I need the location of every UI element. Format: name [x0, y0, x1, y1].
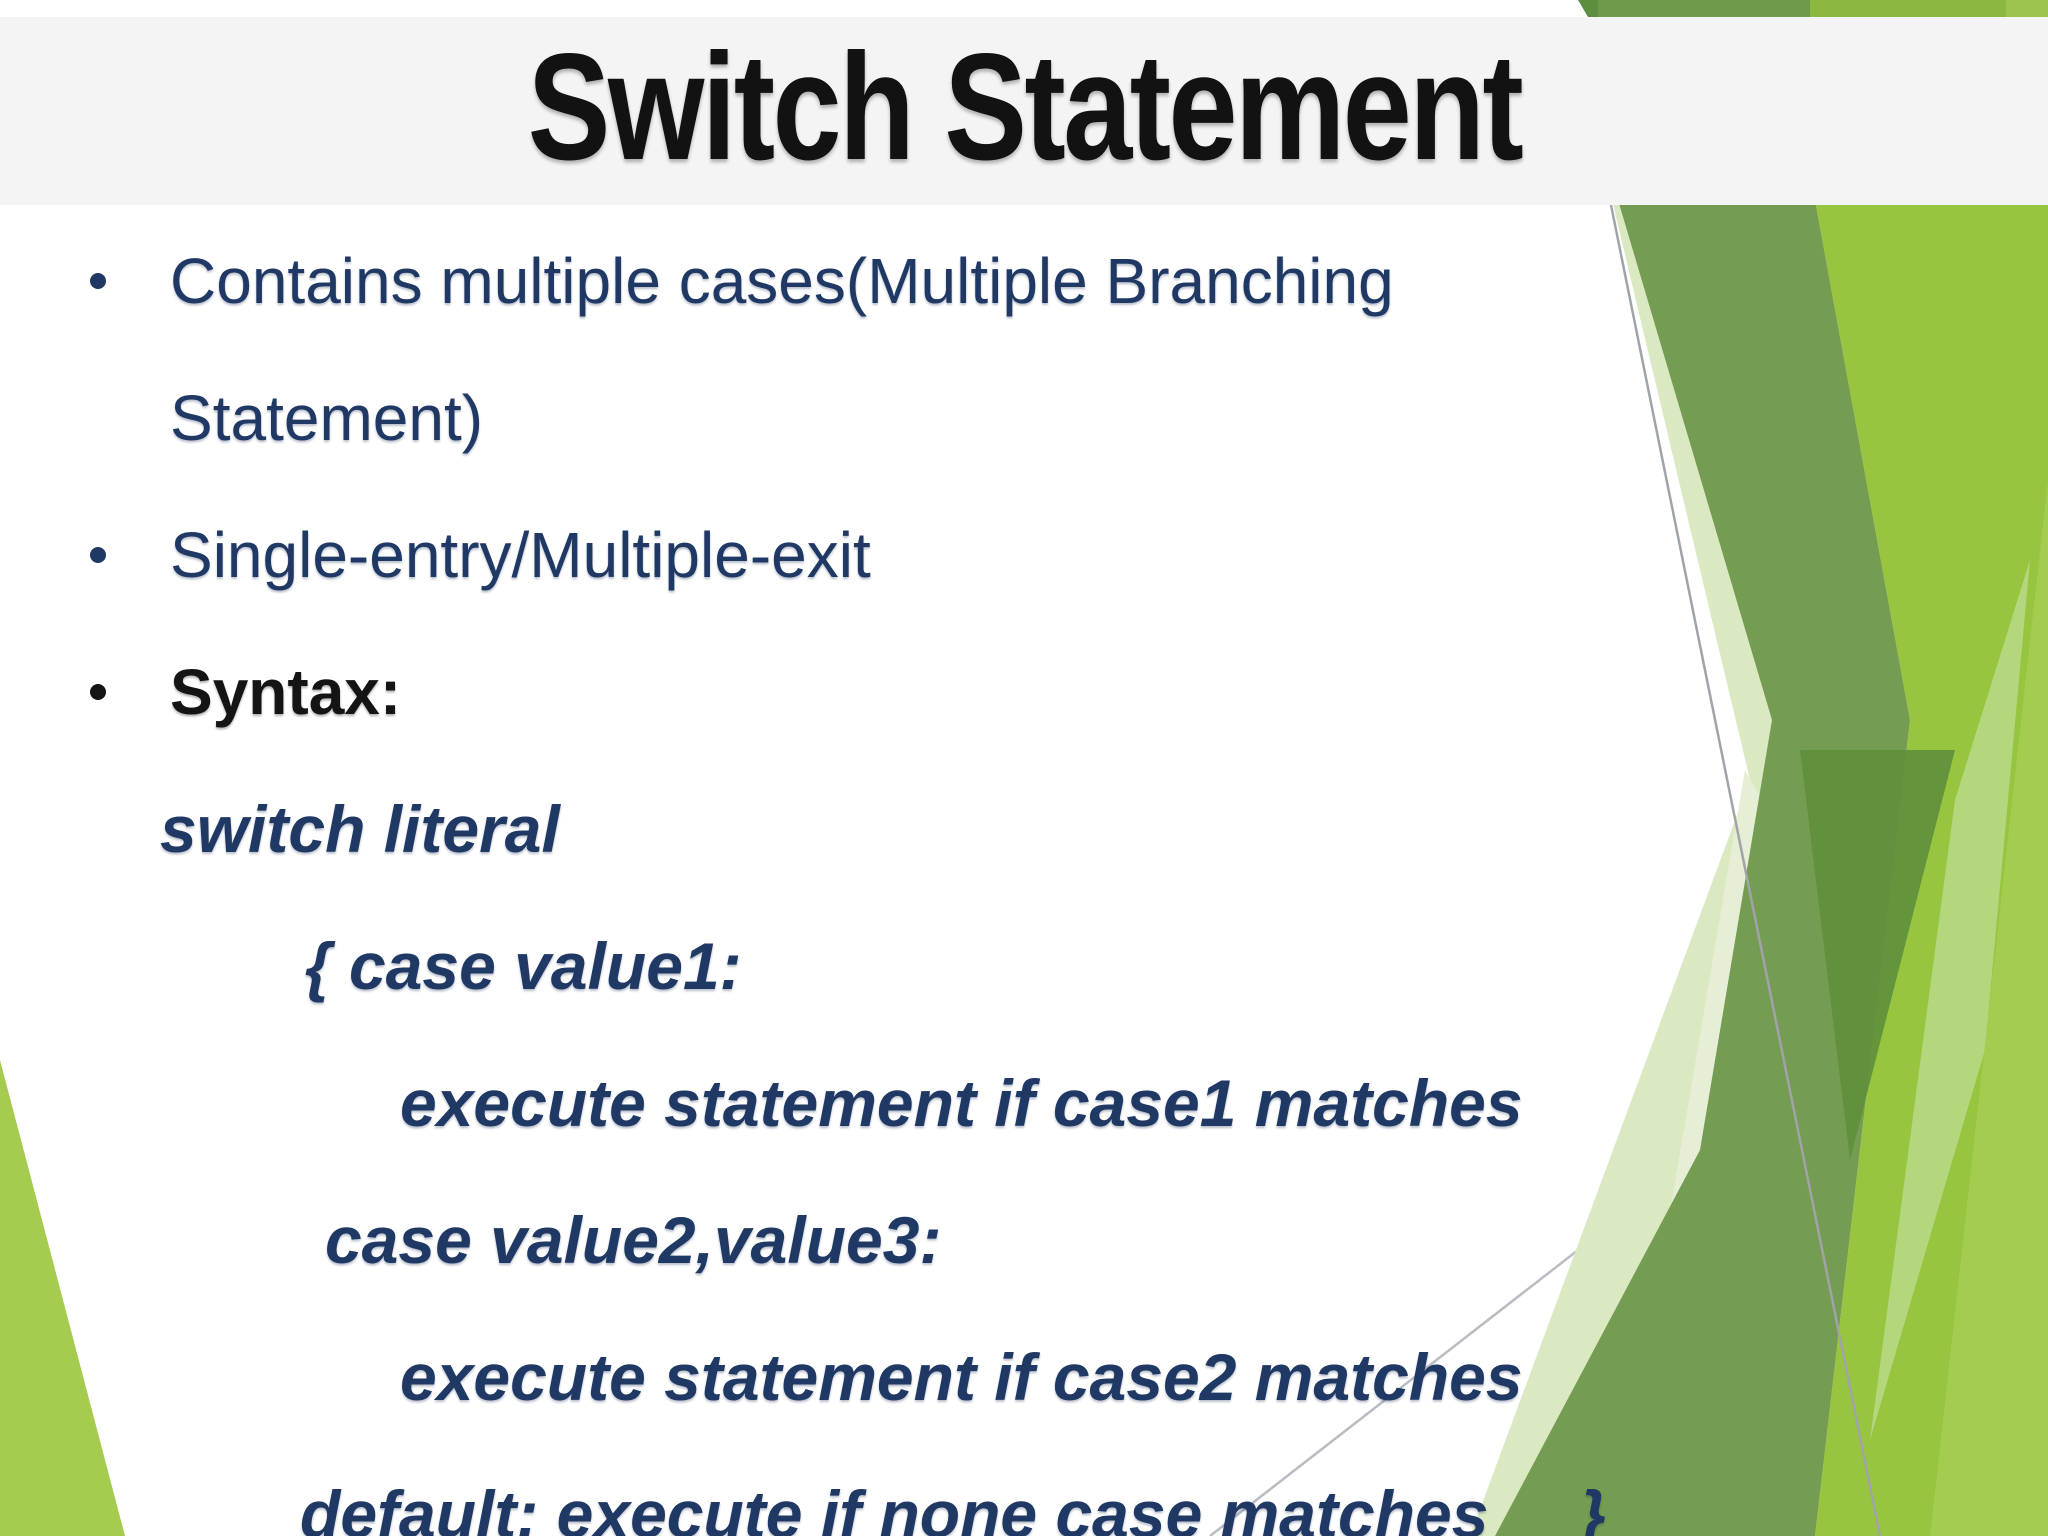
top-strip-bright-segment [1810, 0, 2006, 17]
bullet-icon [90, 272, 106, 289]
page-title: Switch Statement [527, 21, 1523, 192]
corner-green-facet [1930, 480, 2048, 1536]
text-line-label: { case value1: [305, 928, 742, 1003]
text-line-3: Syntax: [0, 623, 2048, 760]
text-line-label: default: execute if none case matches } [300, 1476, 1606, 1536]
slide-body: Contains multiple cases(Multiple Branchi… [0, 205, 2048, 1536]
text-line-label: Single-entry/Multiple-exit [170, 518, 871, 591]
top-strip-corner-segment [2006, 0, 2048, 17]
dark-green-facet [1800, 750, 1955, 1160]
bullet-icon [90, 683, 106, 700]
text-line-7: case value2,value3: [0, 1171, 2048, 1308]
text-line-label: Contains multiple cases(Multiple Branchi… [170, 244, 1394, 317]
text-line-label: execute statement if case1 matches [400, 1065, 1523, 1140]
text-line-label: case value2,value3: [325, 1202, 942, 1277]
text-line-5: { case value1: [0, 897, 2048, 1034]
text-line-8: execute statement if case2 matches [0, 1308, 2048, 1445]
text-line-label: Statement) [170, 381, 484, 454]
bottom-left-green-triangle [0, 1060, 125, 1536]
text-line-9: default: execute if none case matches } [0, 1445, 2048, 1536]
text-line-label: switch literal [160, 791, 560, 866]
top-strip-olive-segment [1598, 0, 1810, 17]
text-line-2: Single-entry/Multiple-exit [0, 486, 2048, 623]
text-line-6: execute statement if case1 matches [0, 1034, 2048, 1171]
title-bar: Switch Statement [0, 17, 2048, 205]
right-green-facets [1470, 200, 2048, 1536]
bullet-icon [90, 546, 106, 563]
text-line-0: Contains multiple cases(Multiple Branchi… [0, 212, 2048, 349]
olive-green-wedge [1495, 200, 1910, 1536]
text-line-4: switch literal [0, 760, 2048, 897]
text-line-label: execute statement if case2 matches [400, 1339, 1523, 1414]
text-line-1: Statement) [0, 349, 2048, 486]
text-line-label: Syntax: [170, 655, 402, 728]
top-edge-green-strip [1578, 0, 2048, 17]
diagonal-line-steep [1609, 204, 1882, 1536]
light-green-facet [1870, 560, 2030, 1440]
